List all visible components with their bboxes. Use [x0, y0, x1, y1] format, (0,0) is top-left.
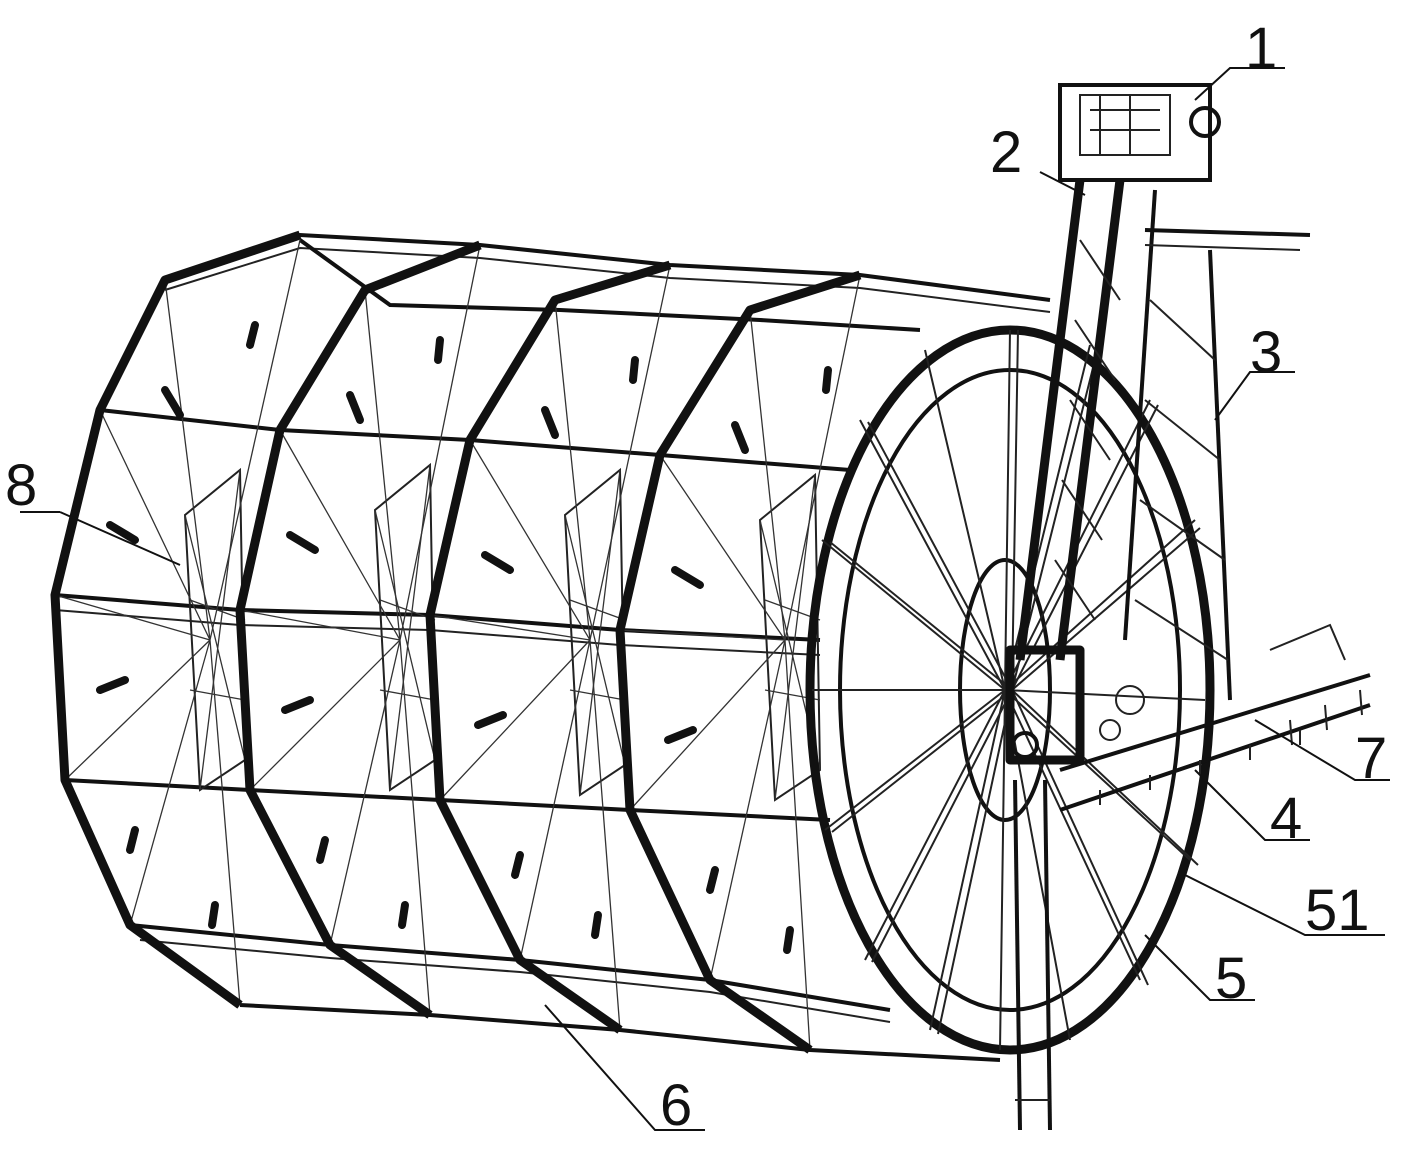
label-5: 5	[1215, 946, 1247, 1011]
label-2: 2	[990, 120, 1022, 185]
label-1: 1	[1245, 16, 1277, 81]
label-4: 4	[1270, 786, 1302, 851]
ring-2	[235, 240, 482, 1019]
hub	[1005, 645, 1145, 765]
ring-spokes	[54, 239, 861, 1051]
support-rings	[50, 230, 862, 1054]
callout-labels: 1 2 3 8 7 4 51 5 6	[5, 16, 1387, 1138]
ring-slots	[96, 321, 832, 954]
vertical-column	[1015, 83, 1311, 701]
label-6: 6	[660, 1073, 692, 1138]
label-7: 7	[1355, 726, 1387, 791]
label-3: 3	[1250, 320, 1282, 385]
label-8: 8	[5, 453, 37, 518]
label-51: 51	[1305, 878, 1370, 943]
ring-1	[50, 230, 302, 1009]
ring-4	[615, 270, 862, 1054]
side-arm	[1059, 623, 1371, 812]
end-wheel	[805, 325, 1215, 1055]
inner-truss-frames	[183, 462, 822, 802]
lower-post	[1013, 779, 1052, 1131]
leader-lines	[20, 67, 1390, 1131]
ring-3	[425, 260, 672, 1034]
